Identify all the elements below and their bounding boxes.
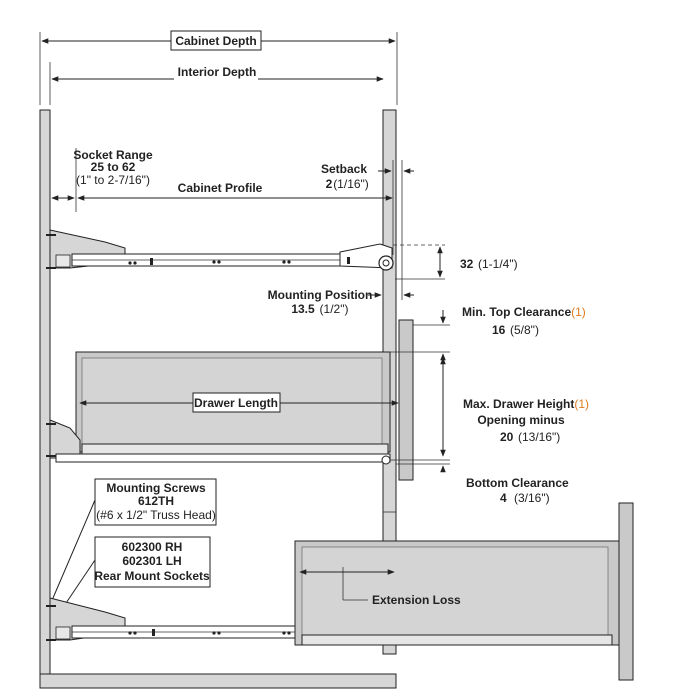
bottom-clearance: Bottom Clearance 4 (3/16"): [466, 476, 569, 505]
socket-range-inch: (1" to 2-7/16"): [76, 173, 150, 187]
mounting-position-title: Mounting Position: [268, 288, 373, 302]
max-drawer-height-value: 20: [500, 430, 514, 444]
rear-sockets-line2: 602301 LH: [122, 554, 181, 568]
bottom-clearance-inch: (3/16"): [514, 491, 550, 505]
setback-value: 2: [326, 177, 333, 191]
bottom-slide-assembly: [46, 597, 309, 641]
socket-range-value: 25 to 62: [91, 160, 136, 174]
max-drawer-height-line2: Opening minus: [477, 413, 565, 427]
top-slide-assembly: [46, 229, 394, 271]
interior-depth-dimension: Interior Depth: [49, 62, 384, 105]
min-top-clearance: Min. Top Clearance(1) 16 (5/8"): [462, 305, 586, 337]
mounting-screws-callout: Mounting Screws 612TH (#6 x 1/2" Truss H…: [49, 478, 217, 606]
rear-sockets-callout: 602300 RH 602301 LH Rear Mount Sockets: [59, 536, 211, 613]
interior-depth-label: Interior Depth: [178, 65, 257, 79]
clearance-dimensions: [390, 310, 450, 473]
cabinet-depth-dimension: Cabinet Depth: [39, 30, 398, 105]
extension-loss-label: Extension Loss: [372, 593, 461, 607]
max-drawer-height: Max. Drawer Height(1) Opening minus 20 (…: [463, 397, 589, 444]
rear-sockets-line1: 602300 RH: [122, 540, 183, 554]
setback-dimension: Setback 2 (1/16"): [321, 160, 414, 300]
height-32-value: 32: [460, 257, 474, 271]
max-drawer-height-inch: (13/16"): [518, 430, 560, 444]
cabinet-profile-dimension: Cabinet Profile: [77, 160, 394, 255]
drawer-length-dimension: Drawer Length: [79, 392, 399, 413]
socket-range-title: Socket Range: [73, 148, 153, 162]
mounting-screws-title: Mounting Screws: [106, 481, 206, 495]
cabinet-profile-label: Cabinet Profile: [178, 181, 263, 195]
extension-loss-dimension: Extension Loss: [299, 567, 461, 607]
max-drawer-height-title: Max. Drawer Height(1): [463, 397, 589, 411]
height-32-dimension: 32 (1-1/4"): [393, 244, 518, 280]
cabinet-depth-label: Cabinet Depth: [175, 34, 256, 48]
bottom-clearance-title: Bottom Clearance: [466, 476, 569, 490]
mounting-screws-part: 612TH: [138, 494, 174, 508]
setback-inch: (1/16"): [333, 177, 369, 191]
mounting-position-dimension: Mounting Position 13.5 (1/2"): [268, 288, 414, 316]
mounting-screws-desc: (#6 x 1/2" Truss Head): [96, 508, 216, 522]
extended-drawer: [294, 502, 634, 681]
min-top-clearance-value: 16: [492, 323, 506, 337]
mounting-position-value: 13.5: [291, 302, 315, 316]
mounting-position-inch: (1/2"): [320, 302, 349, 316]
rear-sockets-line3: Rear Mount Sockets: [94, 569, 210, 583]
height-32-inch: (1-1/4"): [478, 257, 518, 271]
min-top-clearance-title: Min. Top Clearance(1): [462, 305, 586, 319]
socket-range-dimension: Socket Range 25 to 62 (1" to 2-7/16"): [51, 148, 153, 212]
min-top-clearance-inch: (5/8"): [510, 323, 539, 337]
setback-title: Setback: [321, 162, 367, 176]
bottom-clearance-value: 4: [500, 491, 507, 505]
drawer-length-label: Drawer Length: [194, 396, 278, 410]
